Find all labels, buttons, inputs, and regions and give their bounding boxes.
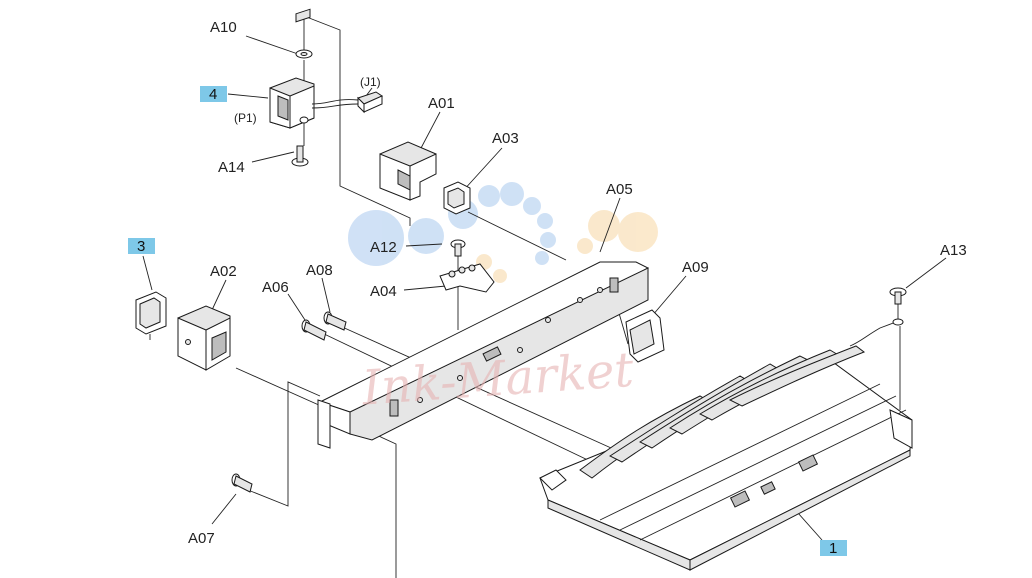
label-a10: A10 xyxy=(210,19,237,36)
label-p1: (P1) xyxy=(234,111,257,125)
callout-1: 1 xyxy=(820,540,847,557)
label-a14: A14 xyxy=(218,159,245,176)
part-a13-screw xyxy=(889,287,907,305)
part-connector-j1 xyxy=(357,91,384,114)
part-a07-screw xyxy=(231,473,253,493)
callout-4: 4 xyxy=(200,86,227,103)
part-sensor-assembly xyxy=(269,8,359,129)
label-a08: A08 xyxy=(306,262,333,279)
label-a04: A04 xyxy=(370,283,397,300)
roller-arms xyxy=(579,345,866,479)
part-sensor-3 xyxy=(135,291,167,340)
part-labels: A10 A01 A03 A05 A12 A04 A02 A06 A08 A09 … xyxy=(188,19,967,547)
part-a05-frame xyxy=(317,261,650,449)
label-a07: A07 xyxy=(188,530,215,547)
roller-shafts xyxy=(599,383,907,541)
part-a09-hook xyxy=(625,309,665,363)
label-j1: (J1) xyxy=(360,75,381,89)
part-a01-cover xyxy=(379,141,437,201)
callout-3-text: 3 xyxy=(137,238,145,255)
part-a12-screw xyxy=(450,239,466,257)
label-a12: A12 xyxy=(370,239,397,256)
callout-1-text: 1 xyxy=(829,540,837,557)
label-a02: A02 xyxy=(210,263,237,280)
label-a01: A01 xyxy=(428,95,455,112)
roller-gears xyxy=(729,454,819,508)
callout-3: 3 xyxy=(128,238,155,255)
part-ground-wire xyxy=(849,318,904,347)
label-a09: A09 xyxy=(682,259,709,276)
part-a14-screw xyxy=(291,145,309,167)
part-output-assembly xyxy=(539,345,913,571)
label-a13: A13 xyxy=(940,242,967,259)
part-a06-screw xyxy=(301,319,327,341)
callout-4-text: 4 xyxy=(209,86,217,103)
label-a05: A05 xyxy=(606,181,633,198)
watermark-logo xyxy=(348,182,658,283)
part-a02-bracket xyxy=(177,305,231,371)
part-a08-screw xyxy=(323,311,347,331)
label-a06: A06 xyxy=(262,279,289,296)
part-a10-washer xyxy=(295,49,313,59)
part-a03-bracket xyxy=(443,181,471,215)
label-a03: A03 xyxy=(492,130,519,147)
part-a04-plate xyxy=(439,263,495,293)
